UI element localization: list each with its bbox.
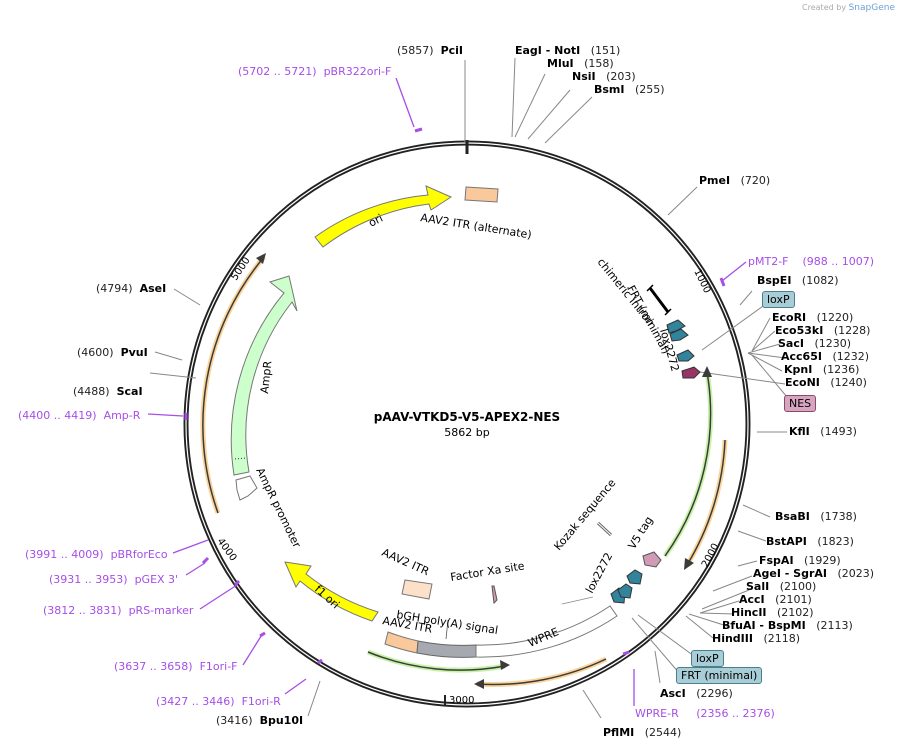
primer-amp-r[interactable]: (4400 .. 4419) Amp-R bbox=[18, 409, 141, 422]
enzyme-pflmi[interactable]: PflMI (2544) bbox=[603, 726, 682, 739]
enzyme-kpni[interactable]: KpnI (1236) bbox=[784, 363, 860, 376]
feature-lox2272-top-a[interactable] bbox=[669, 328, 689, 342]
svg-text:lox2272: lox2272 bbox=[583, 550, 615, 595]
feature-bgh-polya[interactable] bbox=[416, 640, 477, 658]
credit-brand: SnapGene bbox=[848, 3, 895, 13]
enzyme-agei-sgrai[interactable]: AgeI - SgrAI (2023) bbox=[753, 567, 875, 580]
feature-ori[interactable] bbox=[314, 185, 453, 248]
enzyme-fspai[interactable]: FspAI (1929) bbox=[759, 554, 841, 567]
feature-f1-ori[interactable] bbox=[284, 561, 379, 622]
enzyme-bpu10i[interactable]: (3416) Bpu10I bbox=[216, 714, 304, 727]
enzyme-econi[interactable]: EcoNI (1240) bbox=[785, 376, 867, 389]
svg-text:Kozak sequence: Kozak sequence bbox=[551, 476, 618, 553]
enzyme-pcii[interactable]: (5857) PciI bbox=[397, 44, 464, 57]
feature-aav2-itr[interactable] bbox=[401, 579, 433, 600]
feature-frt-top[interactable] bbox=[666, 319, 686, 334]
enzyme-hindiii[interactable]: HindIII (2118) bbox=[712, 632, 801, 645]
enzyme-ecori[interactable]: EcoRI (1220) bbox=[772, 311, 854, 324]
enzyme-asei[interactable]: (4794) AseI bbox=[96, 282, 167, 295]
enzyme-eagi-noti[interactable]: EagI - NotI (151) bbox=[515, 44, 621, 57]
enzyme-bsmi[interactable]: BsmI (255) bbox=[594, 83, 665, 96]
feature-v5-tag[interactable] bbox=[642, 551, 662, 568]
label-frt-minimal-bottom[interactable]: FRT (minimal) bbox=[676, 667, 763, 684]
svg-text:AAV2 ITR: AAV2 ITR bbox=[380, 546, 432, 578]
svg-text:2000: 2000 bbox=[700, 542, 722, 570]
feature-chimeric-intron[interactable] bbox=[648, 287, 670, 313]
feature-frt-bottom-b[interactable] bbox=[617, 583, 633, 599]
svg-text:AmpR promoter: AmpR promoter bbox=[253, 466, 303, 551]
primer-f1ori-r[interactable]: (3427 .. 3446) F1ori-R bbox=[156, 695, 281, 708]
enzyme-bfuai-bspmi[interactable]: BfuAI - BspMI (2113) bbox=[722, 619, 853, 632]
feature-lox2272-top-b[interactable] bbox=[676, 349, 695, 362]
feature-ampr-promoter[interactable] bbox=[235, 475, 258, 501]
enzyme-bspei[interactable]: BspEI (1082) bbox=[757, 274, 839, 287]
label-loxp-bottom[interactable]: loxP bbox=[691, 650, 724, 667]
primer-pgex-3[interactable]: (3931 .. 3953) pGEX 3' bbox=[49, 573, 179, 586]
enzyme-bsabi[interactable]: BsaBI (1738) bbox=[775, 510, 857, 523]
svg-text:f1 ori: f1 ori bbox=[312, 583, 342, 612]
svg-text:V5 tag: V5 tag bbox=[626, 514, 656, 551]
enzyme-hincii[interactable]: HincII (2102) bbox=[731, 606, 814, 619]
enzyme-bstapi[interactable]: BstAPI (1823) bbox=[766, 535, 854, 548]
svg-text:ori: ori bbox=[366, 212, 385, 230]
plasmid-name: pAAV-VTKD5-V5-APEX2-NES bbox=[373, 410, 561, 424]
enzyme-saci[interactable]: SacI (1230) bbox=[778, 337, 852, 350]
primer-pmt2-f[interactable]: pMT2-F (988 .. 1007) bbox=[748, 255, 875, 268]
primer-pbrforeco[interactable]: (3991 .. 4009) pBRforEco bbox=[25, 548, 168, 561]
feature-nes[interactable] bbox=[681, 366, 701, 379]
orf-arcs bbox=[200, 253, 728, 689]
feature-ampr[interactable] bbox=[230, 275, 298, 476]
feature-lox2272-bottom[interactable] bbox=[626, 569, 643, 585]
credit-prefix: Created by bbox=[802, 3, 847, 12]
enzyme-acc65i[interactable]: Acc65I (1232) bbox=[781, 350, 870, 363]
feature-aav2-itr-alternate[interactable] bbox=[464, 186, 499, 203]
enzyme-asci[interactable]: AscI (2296) bbox=[660, 687, 733, 700]
feature-aav2-itr-right[interactable] bbox=[384, 631, 419, 654]
primer-f1ori-f[interactable]: (3637 .. 3658) F1ori-F bbox=[114, 660, 238, 673]
label-nes[interactable]: NES bbox=[784, 395, 817, 412]
enzyme-mlui[interactable]: MluI (158) bbox=[547, 57, 614, 70]
svg-text:AmpR: AmpR bbox=[258, 360, 274, 394]
feature-factor-xa-site[interactable] bbox=[491, 585, 498, 605]
svg-text:Factor Xa site: Factor Xa site bbox=[449, 559, 525, 584]
feature-wpre[interactable] bbox=[475, 605, 618, 658]
label-loxp-top[interactable]: loxP bbox=[762, 291, 795, 308]
enzyme-kfli[interactable]: KflI (1493) bbox=[789, 425, 857, 438]
primer-prs-marker[interactable]: (3812 .. 3831) pRS-marker bbox=[43, 604, 194, 617]
primer-pbr322ori-f[interactable]: (5702 .. 5721) pBR322ori-F bbox=[238, 65, 392, 78]
enzyme-pvui[interactable]: (4600) PvuI bbox=[77, 346, 148, 359]
svg-text:3000: 3000 bbox=[449, 695, 474, 706]
ampr-divider bbox=[234, 457, 248, 460]
svg-text:AAV2 ITR (alternate): AAV2 ITR (alternate) bbox=[420, 211, 533, 241]
enzyme-nsii[interactable]: NsiI (203) bbox=[572, 70, 636, 83]
plasmid-length: 5862 bp bbox=[444, 426, 490, 439]
enzyme-acci[interactable]: AccI (2101) bbox=[739, 593, 812, 606]
primer-wpre-r[interactable]: WPRE-R (2356 .. 2376) bbox=[635, 707, 775, 720]
enzyme-sali[interactable]: SalI (2100) bbox=[746, 580, 817, 593]
enzyme-eco53ki[interactable]: Eco53kI (1228) bbox=[775, 324, 871, 337]
primer-leaders bbox=[147, 77, 747, 706]
enzyme-leaders bbox=[149, 57, 788, 719]
enzyme-scai[interactable]: (4488) ScaI bbox=[73, 385, 143, 398]
enzyme-pmei[interactable]: PmeI (720) bbox=[699, 174, 771, 187]
snapgene-credit: Created by SnapGene bbox=[802, 3, 895, 13]
